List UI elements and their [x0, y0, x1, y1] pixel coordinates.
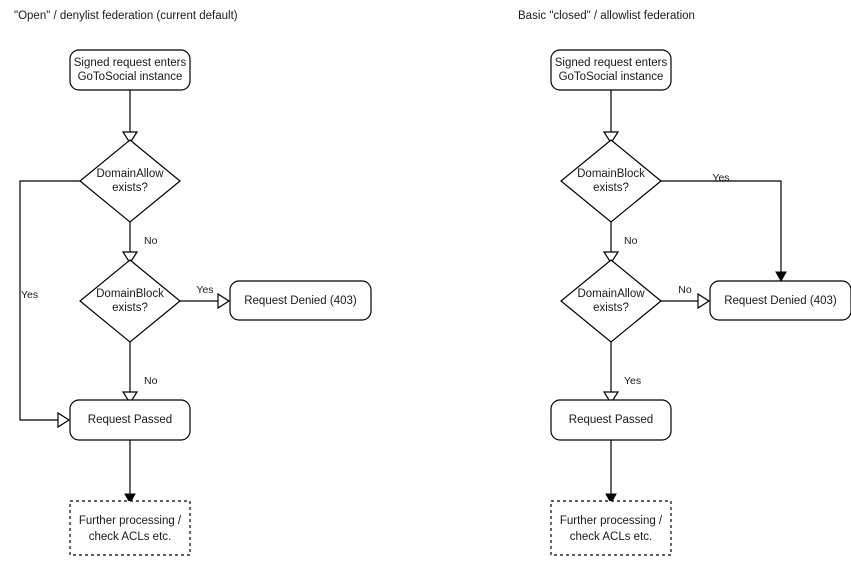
edge-passed-to-further-right [605, 440, 617, 505]
arrowhead-open-icon [602, 391, 620, 405]
node-decision-domainblock-right-shape[interactable] [560, 139, 662, 223]
node-start-right-label-line2: GoToSocial instance [559, 71, 664, 83]
edge-domainallow-yes-left: Yes [19, 180, 80, 429]
arrowhead-open-icon [121, 131, 139, 145]
edge-domainblock-no-left: No [121, 342, 158, 405]
edge-domainblock-no-right: No [602, 222, 638, 265]
node-start-right-label-line1: Signed request enters [555, 57, 668, 69]
edge-label-domainallow-no-right: No [678, 284, 692, 296]
node-decision-domainallow-right[interactable]: DomainAllow exists? [560, 259, 662, 343]
node-decision-domainblock-left-label-line1: DomainBlock [96, 288, 164, 300]
arrowhead-open-icon [602, 251, 620, 265]
node-further-processing-left-shape[interactable] [69, 500, 191, 556]
edge-label-domainblock-yes-right: Yes [712, 172, 729, 184]
node-request-denied-left[interactable]: Request Denied (403) [229, 280, 372, 321]
node-request-denied-right-label: Request Denied (403) [724, 295, 837, 307]
node-decision-domainallow-right-label-line2: exists? [593, 302, 629, 314]
node-decision-domainallow-left-shape[interactable] [79, 139, 181, 223]
node-further-processing-right-shape[interactable] [550, 500, 672, 556]
panel-open-federation: "Open" / denylist federation (current de… [14, 10, 372, 556]
node-request-passed-right[interactable]: Request Passed [550, 399, 672, 441]
node-further-processing-left[interactable]: Further processing / check ACLs etc. [69, 500, 191, 556]
edge-label-domainallow-yes-left: Yes [21, 289, 38, 301]
edge-label-domainblock-no-left: No [144, 375, 158, 387]
edge-label-domainblock-yes-left: Yes [196, 284, 213, 296]
edge-domainblock-yes-left: Yes [180, 284, 231, 310]
edge-domainallow-no-right: No [661, 284, 711, 310]
panel-title-open-federation: "Open" / denylist federation (current de… [14, 10, 238, 22]
node-request-denied-right[interactable]: Request Denied (403) [709, 280, 851, 321]
node-request-denied-left-label: Request Denied (403) [244, 295, 357, 307]
node-decision-domainblock-left[interactable]: DomainBlock exists? [79, 259, 181, 343]
arrowhead-filled-icon [605, 493, 617, 505]
edge-label-domainblock-no-right: No [624, 235, 638, 247]
edge-start-to-domainallow-left [121, 90, 139, 145]
arrowhead-open-icon [57, 411, 71, 429]
arrowhead-open-icon [697, 292, 711, 310]
edge-passed-to-further-left [124, 440, 136, 505]
node-request-denied-right-shape[interactable] [709, 280, 851, 321]
node-start-right-shape[interactable] [550, 49, 672, 91]
node-start-right[interactable]: Signed request enters GoToSocial instanc… [550, 49, 672, 91]
node-decision-domainblock-left-shape[interactable] [79, 259, 181, 343]
node-decision-domainallow-left[interactable]: DomainAllow exists? [79, 139, 181, 223]
node-decision-domainblock-left-label-line2: exists? [112, 302, 148, 314]
node-decision-domainallow-right-shape[interactable] [560, 259, 662, 343]
arrowhead-filled-icon [775, 271, 787, 283]
edge-label-domainallow-yes-right: Yes [624, 375, 641, 387]
node-decision-domainallow-left-label-line2: exists? [112, 182, 148, 194]
node-further-processing-left-label-line1: Further processing / [79, 515, 182, 527]
edge-label-domainallow-no-left: No [144, 235, 158, 247]
edge-domainallow-yes-right: Yes [602, 342, 641, 405]
node-further-processing-right-label-line1: Further processing / [560, 515, 663, 527]
arrowhead-filled-icon [124, 493, 136, 505]
edge-start-to-domainblock-right [602, 90, 620, 145]
node-decision-domainblock-right-label-line2: exists? [593, 182, 629, 194]
edge-domainblock-yes-right: Yes [661, 172, 787, 283]
node-further-processing-left-label-line2: check ACLs etc. [89, 531, 171, 543]
node-further-processing-right[interactable]: Further processing / check ACLs etc. [550, 500, 672, 556]
node-start-left-label-line1: Signed request enters [74, 57, 187, 69]
node-decision-domainallow-left-label-line1: DomainAllow [96, 168, 164, 180]
node-decision-domainblock-right-label-line1: DomainBlock [577, 168, 645, 180]
node-request-passed-right-label: Request Passed [569, 414, 653, 426]
node-decision-domainblock-right[interactable]: DomainBlock exists? [560, 139, 662, 223]
node-start-left[interactable]: Signed request enters GoToSocial instanc… [69, 49, 191, 91]
arrowhead-open-icon [121, 251, 139, 265]
node-request-passed-left[interactable]: Request Passed [69, 399, 191, 441]
node-further-processing-right-label-line2: check ACLs etc. [570, 531, 652, 543]
arrowhead-open-icon [602, 131, 620, 145]
node-request-passed-left-label: Request Passed [88, 414, 172, 426]
node-start-left-shape[interactable] [69, 49, 191, 91]
node-decision-domainallow-right-label-line1: DomainAllow [577, 288, 645, 300]
edge-domainallow-no-left: No [121, 222, 158, 265]
panel-closed-federation: Basic "closed" / allowlist federation Si… [518, 10, 851, 556]
node-request-denied-left-shape[interactable] [229, 280, 372, 321]
arrowhead-open-icon [217, 292, 231, 310]
panel-title-closed-federation: Basic "closed" / allowlist federation [518, 10, 695, 22]
arrowhead-open-icon [121, 391, 139, 405]
node-start-left-label-line2: GoToSocial instance [78, 71, 183, 83]
